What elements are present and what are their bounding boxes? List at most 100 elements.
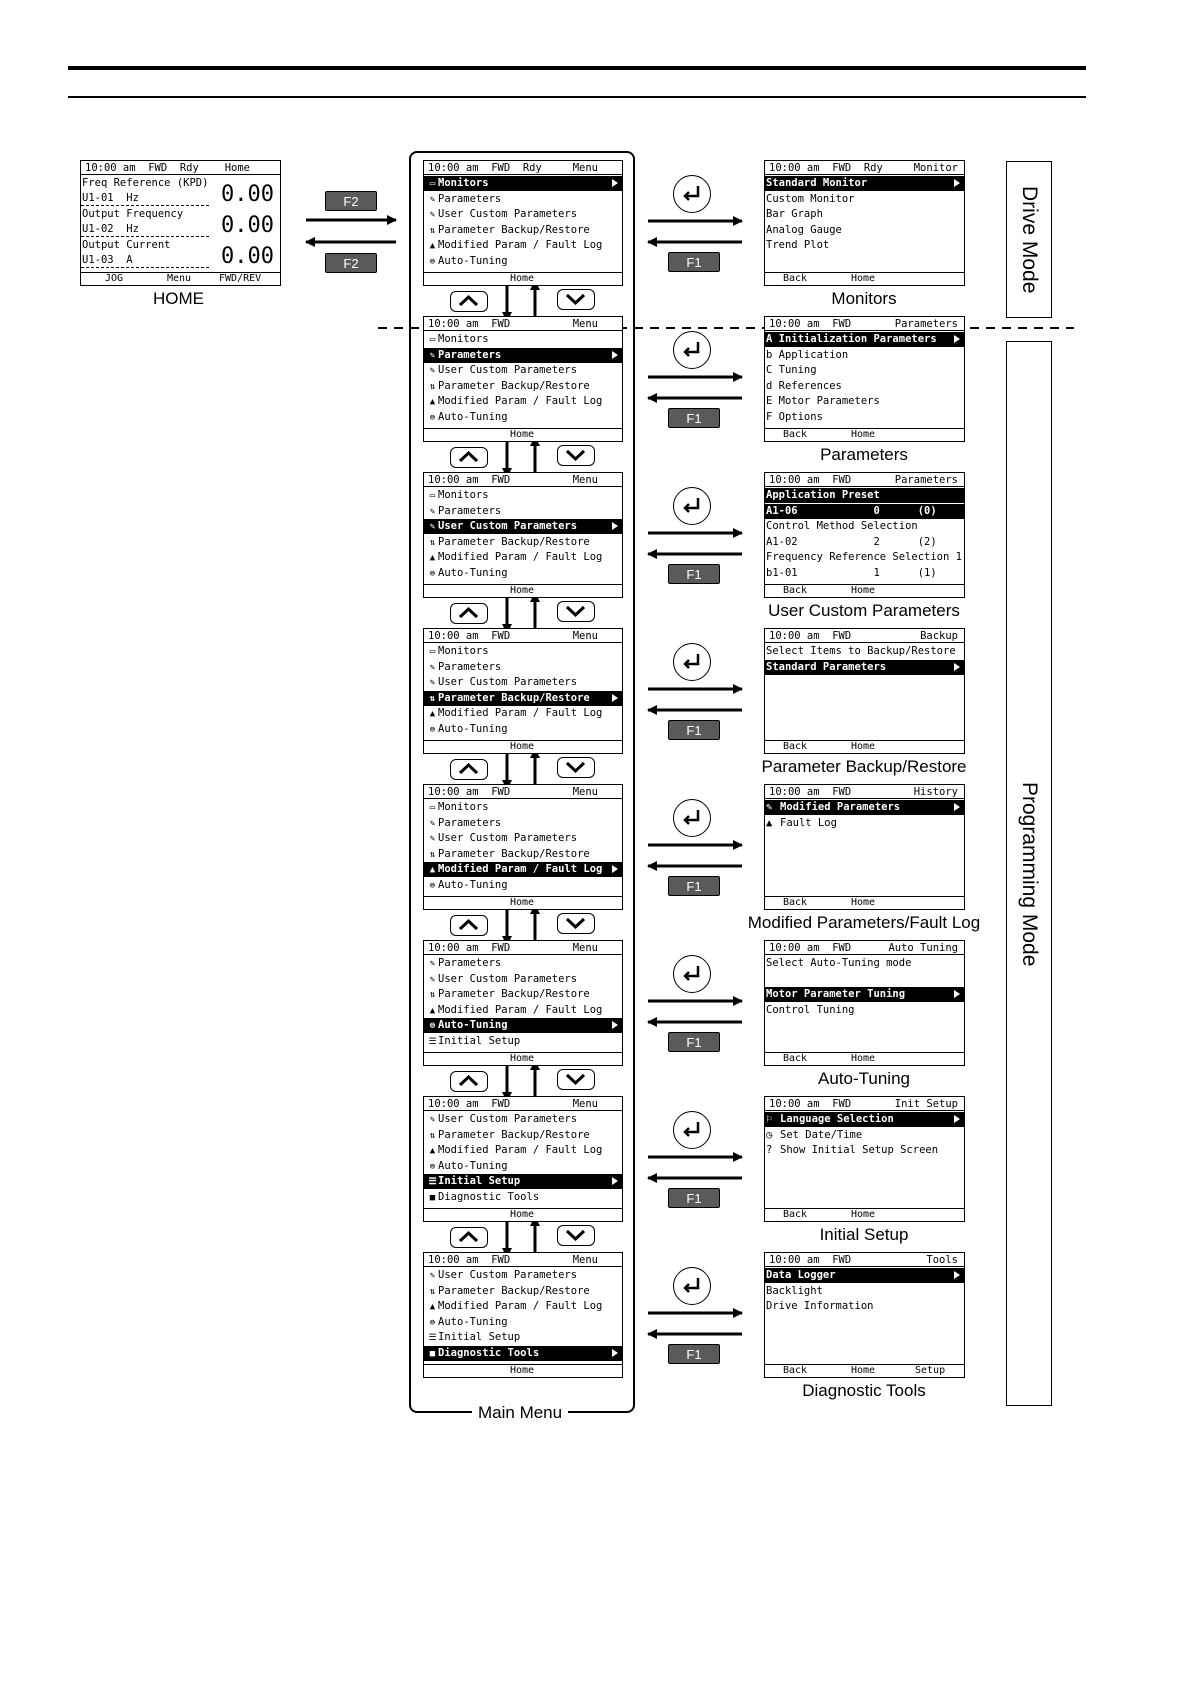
menu-item[interactable]: ⇅Parameter Backup/Restore xyxy=(424,987,622,1002)
enter-key[interactable] xyxy=(673,1111,711,1149)
menu-item[interactable]: ⊜Auto-Tuning xyxy=(424,722,622,737)
submenu-item[interactable]: b1-01 1 (1) xyxy=(765,566,964,581)
back-softkey[interactable]: Back xyxy=(783,585,808,596)
submenu-item[interactable]: Frequency Reference Selection 1 xyxy=(765,550,964,565)
menu-item[interactable]: ■Diagnostic Tools xyxy=(424,1345,622,1361)
menu-item[interactable]: ✎User Custom Parameters xyxy=(424,1112,622,1127)
menu-item[interactable]: ☰Initial Setup xyxy=(424,1330,622,1345)
enter-key[interactable] xyxy=(673,1267,711,1305)
menu-item[interactable]: ▲Modified Param / Fault Log xyxy=(424,394,622,409)
up-key[interactable] xyxy=(450,1071,488,1092)
home-softkey[interactable]: Home xyxy=(851,273,876,284)
home-softkey[interactable]: Home xyxy=(510,273,535,284)
down-key[interactable] xyxy=(557,1069,595,1090)
submenu-item[interactable]: Application Preset xyxy=(765,488,964,503)
up-key[interactable] xyxy=(450,759,488,780)
menu-item[interactable]: ▲Modified Param / Fault Log xyxy=(424,238,622,253)
menu-item[interactable]: ⊜Auto-Tuning xyxy=(424,1018,622,1033)
back-softkey[interactable]: Back xyxy=(783,1209,808,1220)
f1-key[interactable]: F1 xyxy=(668,720,720,740)
back-softkey[interactable]: Back xyxy=(783,273,808,284)
up-key[interactable] xyxy=(450,915,488,936)
submenu-item[interactable]: C Tuning xyxy=(765,363,964,378)
submenu-item[interactable]: Standard Monitor xyxy=(765,176,964,191)
back-softkey[interactable]: Back xyxy=(783,1365,808,1376)
submenu-item[interactable]: Control Tuning xyxy=(765,1003,964,1018)
menu-item[interactable]: ⇅Parameter Backup/Restore xyxy=(424,1284,622,1299)
menu-item[interactable]: ✎User Custom Parameters xyxy=(424,831,622,846)
enter-key[interactable] xyxy=(673,175,711,213)
submenu-item[interactable]: Data Logger xyxy=(765,1268,964,1283)
f1-key[interactable]: F1 xyxy=(668,564,720,584)
up-key[interactable] xyxy=(450,1227,488,1248)
home-softkey[interactable]: Home xyxy=(851,741,876,752)
submenu-item[interactable]: ▲Fault Log xyxy=(765,816,964,831)
f1-key[interactable]: F1 xyxy=(668,408,720,428)
menu-item[interactable]: ⊜Auto-Tuning xyxy=(424,1315,622,1330)
submenu-item[interactable]: b Application xyxy=(765,348,964,363)
menu-item[interactable]: ✎User Custom Parameters xyxy=(424,519,622,534)
submenu-item[interactable]: Analog Gauge xyxy=(765,223,964,238)
menu-item[interactable]: ⊜Auto-Tuning xyxy=(424,878,622,893)
submenu-item[interactable]: Select Items to Backup/Restore xyxy=(765,644,964,659)
down-key[interactable] xyxy=(557,601,595,622)
submenu-item[interactable]: A1-02 2 (2) xyxy=(765,535,964,550)
submenu-item[interactable]: ?Show Initial Setup Screen xyxy=(765,1143,964,1158)
menu-item[interactable]: ✎Parameters xyxy=(424,347,622,363)
menu-item[interactable]: ⇅Parameter Backup/Restore xyxy=(424,535,622,550)
fwd-rev-softkey[interactable]: FWD/REV xyxy=(219,273,262,284)
back-softkey[interactable]: Back xyxy=(783,429,808,440)
menu-item[interactable]: ⇅Parameter Backup/Restore xyxy=(424,847,622,862)
home-softkey[interactable]: Home xyxy=(510,1209,535,1220)
home-softkey[interactable]: Home xyxy=(851,897,876,908)
submenu-item[interactable]: d References xyxy=(765,379,964,394)
submenu-item[interactable]: Bar Graph xyxy=(765,207,964,222)
menu-item[interactable]: ▭Monitors xyxy=(424,800,622,815)
home-softkey[interactable]: Home xyxy=(851,1209,876,1220)
jog-softkey[interactable]: JOG xyxy=(105,273,124,284)
back-softkey[interactable]: Back xyxy=(783,741,808,752)
down-key[interactable] xyxy=(557,913,595,934)
submenu-item[interactable]: ◷Set Date/Time xyxy=(765,1128,964,1143)
up-key[interactable] xyxy=(450,447,488,468)
home-softkey[interactable]: Home xyxy=(851,585,876,596)
f1-key[interactable]: F1 xyxy=(668,252,720,272)
menu-item[interactable]: ■Diagnostic Tools xyxy=(424,1190,622,1205)
menu-item[interactable]: ▲Modified Param / Fault Log xyxy=(424,862,622,877)
down-key[interactable] xyxy=(557,1225,595,1246)
submenu-item[interactable]: Drive Information xyxy=(765,1299,964,1314)
menu-item[interactable]: ☰Initial Setup xyxy=(424,1034,622,1049)
menu-item[interactable]: ⇅Parameter Backup/Restore xyxy=(424,379,622,394)
back-softkey[interactable]: Back xyxy=(783,897,808,908)
menu-item[interactable]: ✎Parameters xyxy=(424,816,622,831)
menu-item[interactable]: ▭Monitors xyxy=(424,176,622,191)
up-key[interactable] xyxy=(450,291,488,312)
f1-key[interactable]: F1 xyxy=(668,1032,720,1052)
menu-item[interactable]: ✎User Custom Parameters xyxy=(424,1268,622,1283)
down-key[interactable] xyxy=(557,757,595,778)
enter-key[interactable] xyxy=(673,487,711,525)
home-softkey[interactable]: Home xyxy=(510,1365,535,1376)
submenu-item[interactable]: F Options xyxy=(765,410,964,425)
home-softkey[interactable]: Home xyxy=(510,585,535,596)
menu-item[interactable]: ☰Initial Setup xyxy=(424,1174,622,1189)
submenu-item[interactable]: Select Auto-Tuning mode xyxy=(765,956,964,971)
home-softkey[interactable]: Home xyxy=(510,1053,535,1064)
menu-item[interactable]: ✎Parameters xyxy=(424,504,622,519)
down-key[interactable] xyxy=(557,289,595,310)
menu-item[interactable]: ⊜Auto-Tuning xyxy=(424,254,622,269)
submenu-item[interactable]: ⚐Language Selection xyxy=(765,1112,964,1127)
menu-item[interactable]: ▲Modified Param / Fault Log xyxy=(424,1143,622,1158)
submenu-item[interactable]: Standard Parameters xyxy=(765,659,964,675)
menu-item[interactable]: ▲Modified Param / Fault Log xyxy=(424,550,622,565)
menu-item[interactable]: ⇅Parameter Backup/Restore xyxy=(424,223,622,238)
menu-item[interactable]: ✎User Custom Parameters xyxy=(424,363,622,378)
submenu-item[interactable]: Custom Monitor xyxy=(765,192,964,207)
submenu-item[interactable] xyxy=(765,972,964,987)
menu-item[interactable]: ⊜Auto-Tuning xyxy=(424,566,622,581)
menu-item[interactable]: ▭Monitors xyxy=(424,644,622,659)
menu-item[interactable]: ✎User Custom Parameters xyxy=(424,972,622,987)
home-softkey[interactable]: Home xyxy=(510,429,535,440)
submenu-item[interactable]: Trend Plot xyxy=(765,238,964,253)
f2-key-top[interactable]: F2 xyxy=(325,191,377,211)
